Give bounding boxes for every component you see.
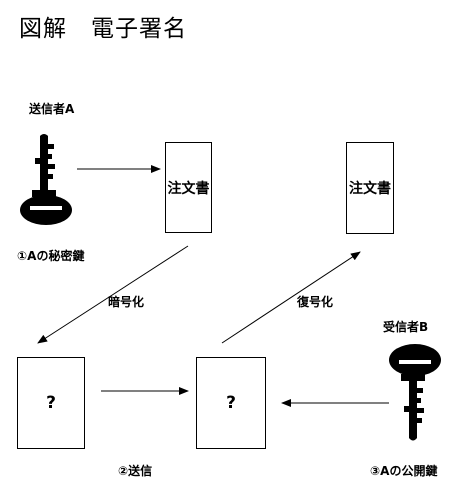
sender-key-label: ①Aの秘密鍵 (17, 249, 85, 263)
encrypt-label: 暗号化 (108, 295, 145, 309)
decrypt-label: 復号化 (297, 295, 334, 309)
key-icon (389, 344, 441, 441)
sender-label: 送信者A (29, 102, 75, 116)
encrypted-document-received: ? (196, 357, 266, 449)
arrow-order-to-encrypted (37, 245, 189, 344)
page-title: 図解 電子署名 (19, 16, 187, 42)
key-icon (20, 134, 72, 225)
order-document-restored: 注文書 (346, 142, 394, 234)
encrypted-document-sent: ? (17, 357, 85, 449)
receiver-key-label: ③Aの公開鍵 (370, 464, 438, 478)
arrow-decrypt-to-order (221, 251, 361, 344)
send-label: ②送信 (118, 464, 153, 478)
order-document-original: 注文書 (165, 142, 212, 233)
receiver-label: 受信者B (383, 320, 429, 334)
